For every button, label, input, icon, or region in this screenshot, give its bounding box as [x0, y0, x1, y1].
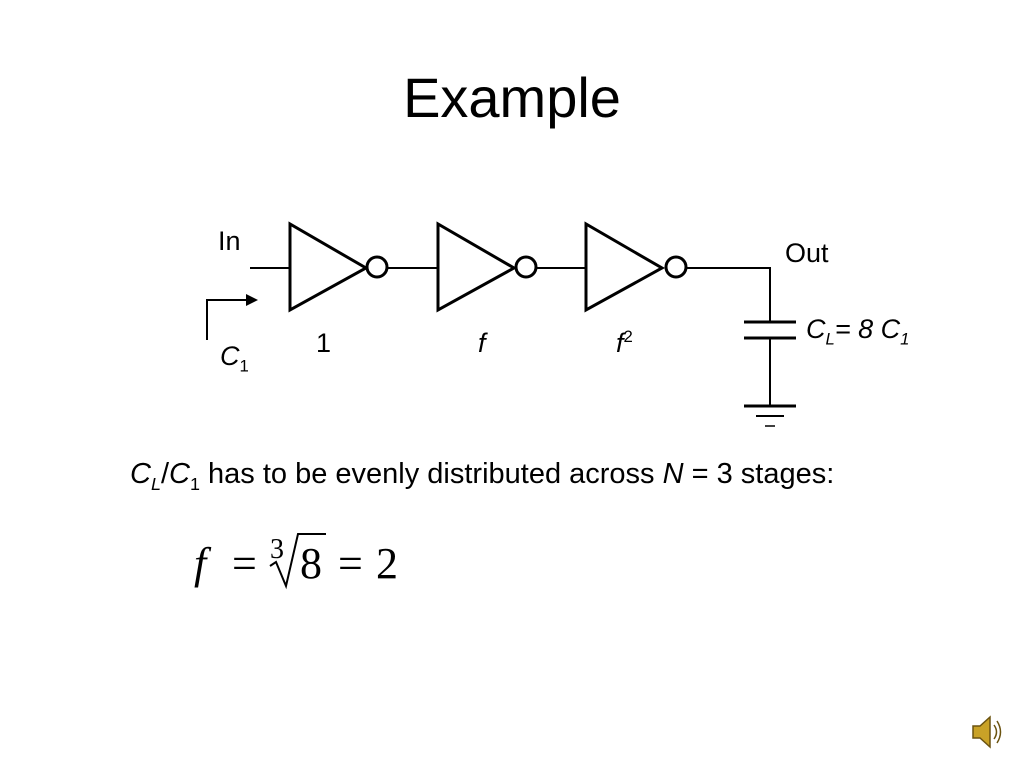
distribution-statement: CL/C1 has to be evenly distributed acros… — [130, 456, 835, 494]
load-cap-ref-symbol: C — [880, 314, 901, 344]
input-cap-subscript: 1 — [239, 356, 249, 376]
statement-num-sub: L — [150, 473, 161, 494]
input-cap-arrow-line — [206, 299, 252, 340]
statement-text: has to be evenly distributed across — [199, 458, 663, 490]
output-wire — [686, 267, 771, 322]
input-cap-arrowhead — [246, 294, 258, 306]
load-capacitance-label: CL= 8 C1 — [806, 314, 909, 347]
output-label: Out — [785, 238, 829, 268]
formula-root-index: 3 — [270, 534, 284, 565]
load-cap-subscript: L — [825, 329, 835, 349]
formula-equals-1: = — [232, 539, 257, 588]
input-label: In — [218, 226, 241, 256]
load-cap-equals: = 8 — [834, 314, 881, 344]
formula-result: 2 — [376, 539, 398, 588]
statement-rest: = 3 stages: — [683, 458, 835, 490]
inverter-3-bubble — [664, 255, 688, 279]
formula-equals-2: = — [338, 539, 363, 588]
inverter-1-body — [288, 221, 370, 313]
speaker-icon[interactable] — [970, 712, 1004, 752]
load-cap-symbol: C — [806, 314, 826, 344]
formula-lhs: f — [194, 539, 207, 588]
input-cap-symbol: C — [220, 341, 240, 371]
stage-size-3-exponent: 2 — [623, 327, 633, 346]
statement-den-symbol: C — [169, 458, 190, 490]
slide-title: Example — [403, 66, 621, 129]
load-cap-ref-subscript: 1 — [900, 329, 910, 349]
statement-num-symbol: C — [130, 458, 151, 490]
stage-size-2: f — [478, 328, 486, 358]
statement-n-symbol: N — [662, 458, 684, 490]
stage-size-1: 1 — [316, 328, 332, 358]
input-capacitance-label: C1 — [220, 341, 249, 374]
stage-size-3: f2 — [616, 328, 633, 358]
inverter-2-bubble — [514, 255, 538, 279]
statement-den-sub: 1 — [189, 473, 200, 494]
statement-slash: / — [160, 458, 170, 490]
radical-sign-icon — [269, 533, 326, 590]
inverter-3-body — [584, 221, 666, 313]
inverter-2-body — [436, 221, 518, 313]
inverter-1-bubble — [365, 255, 389, 279]
formula-radicand: 8 — [300, 539, 322, 588]
stage-size-3-base: f — [616, 328, 624, 358]
